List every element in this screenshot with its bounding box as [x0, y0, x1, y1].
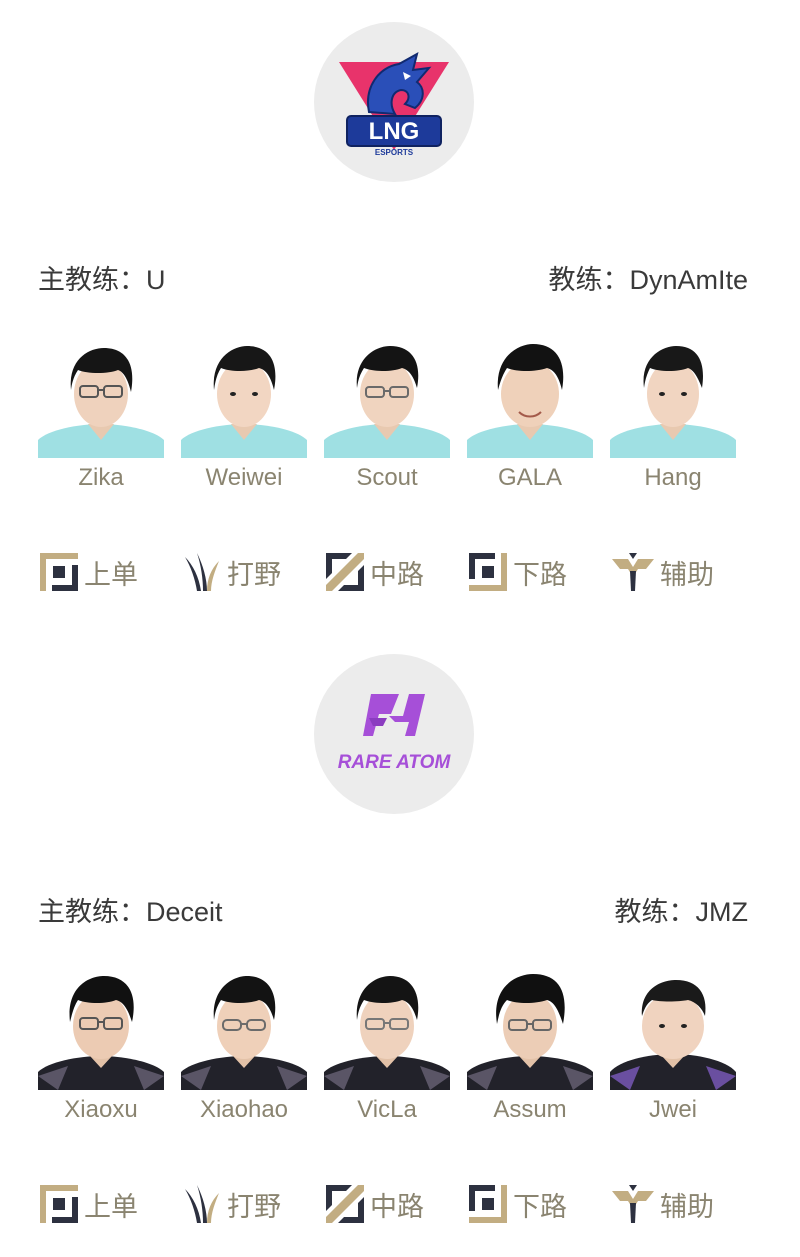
- role-mid: 中路: [324, 1180, 424, 1228]
- mid-lane-icon: [326, 553, 364, 591]
- support-icon: [612, 1185, 654, 1223]
- support-icon: [612, 553, 654, 591]
- player-photo: [38, 972, 164, 1090]
- player-card[interactable]: GALA: [467, 340, 593, 500]
- player-card[interactable]: Xiaoxu: [38, 972, 164, 1132]
- svg-text:ESPORTS: ESPORTS: [375, 148, 414, 157]
- player-card[interactable]: Xiaohao: [181, 972, 307, 1132]
- role-support: 辅助: [610, 548, 714, 596]
- player-card[interactable]: Jwei: [610, 972, 736, 1132]
- head-coach-label: 主教练：Deceit: [38, 897, 223, 927]
- role-label: 上单: [84, 1191, 138, 1222]
- player-card[interactable]: Hang: [610, 340, 736, 500]
- jungle-icon: [185, 553, 219, 591]
- player-photo: [467, 340, 593, 458]
- player-card[interactable]: VicLa: [324, 972, 450, 1132]
- role-top: 上单: [38, 548, 138, 596]
- player-name: Hang: [644, 464, 702, 491]
- top-lane-icon: [40, 553, 78, 591]
- player-card[interactable]: Zika: [38, 340, 164, 500]
- role-jungle: 打野: [181, 1180, 281, 1228]
- player-photo: [38, 340, 164, 458]
- mid-lane-icon: [326, 1185, 364, 1223]
- coach-row: 主教练：Deceit 教练：JMZ: [38, 890, 748, 930]
- coach-label: 教练：JMZ: [614, 897, 748, 927]
- role-label: 下路: [513, 1191, 567, 1222]
- player-name: Assum: [493, 1096, 567, 1123]
- role-row: 上单 打野 中路 下路: [38, 1180, 758, 1228]
- player-name: GALA: [497, 464, 563, 491]
- player-card[interactable]: Assum: [467, 972, 593, 1132]
- bot-lane-icon: [469, 553, 507, 591]
- team-logo-lng[interactable]: LNG ESPORTS: [314, 22, 474, 182]
- role-label: 上单: [84, 559, 138, 590]
- coach-row: 主教练：U 教练：DynAmIte: [38, 258, 748, 298]
- player-photo: [181, 340, 307, 458]
- player-photo: [324, 340, 450, 458]
- role-bot: 下路: [467, 1180, 567, 1228]
- role-row: 上单 打野 中路 下路: [38, 548, 758, 596]
- role-label: 中路: [370, 559, 424, 590]
- player-list: Xiaoxu Xiaohao: [38, 972, 758, 1132]
- team-logo-rare-atom[interactable]: RARE ATOM: [314, 654, 474, 814]
- role-label: 打野: [227, 1191, 281, 1222]
- player-name: Xiaohao: [199, 1096, 289, 1123]
- role-support: 辅助: [610, 1180, 714, 1228]
- player-name: Zika: [78, 464, 124, 491]
- player-photo: [610, 972, 736, 1090]
- player-name: Xiaoxu: [64, 1096, 138, 1123]
- role-label: 辅助: [660, 559, 714, 590]
- head-coach-label: 主教练：U: [38, 265, 166, 295]
- player-card[interactable]: Scout: [324, 340, 450, 500]
- player-list: Zika Weiwei: [38, 340, 758, 500]
- svg-text:LNG: LNG: [369, 118, 420, 145]
- player-photo: [610, 340, 736, 458]
- role-label: 中路: [370, 1191, 424, 1222]
- player-name: Weiwei: [205, 464, 283, 491]
- svg-text:RARE ATOM: RARE ATOM: [338, 752, 452, 773]
- player-card[interactable]: Weiwei: [181, 340, 307, 500]
- lng-logo-icon: LNG ESPORTS: [339, 52, 449, 157]
- jungle-icon: [185, 1185, 219, 1223]
- player-photo: [467, 972, 593, 1090]
- player-name: Jwei: [648, 1096, 697, 1123]
- role-top: 上单: [38, 1180, 138, 1228]
- coach-label: 教练：DynAmIte: [548, 265, 748, 295]
- role-label: 辅助: [660, 1191, 714, 1222]
- top-lane-icon: [40, 1185, 78, 1223]
- rare-atom-logo-icon: RARE ATOM: [338, 694, 452, 773]
- role-label: 打野: [227, 559, 281, 590]
- role-jungle: 打野: [181, 548, 281, 596]
- role-label: 下路: [513, 559, 567, 590]
- player-name: VicLa: [357, 1096, 417, 1123]
- bot-lane-icon: [469, 1185, 507, 1223]
- player-photo: [324, 972, 450, 1090]
- player-name: Scout: [356, 464, 418, 491]
- role-bot: 下路: [467, 548, 567, 596]
- player-photo: [181, 972, 307, 1090]
- role-mid: 中路: [324, 548, 424, 596]
